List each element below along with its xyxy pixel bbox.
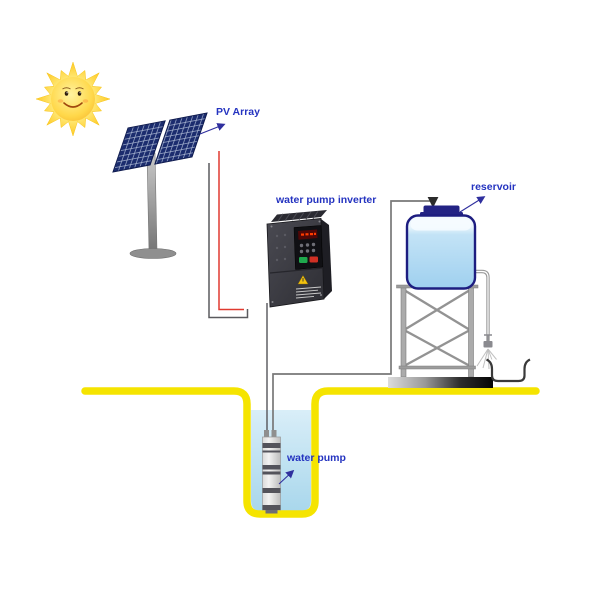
- sun-face-features: [57, 87, 89, 108]
- wire-dark: [208, 163, 249, 319]
- led-digits: [301, 232, 316, 236]
- pump-port: [271, 430, 277, 438]
- panel-pole: [129, 152, 177, 259]
- pv-wires: [208, 151, 249, 319]
- water-pipe: [272, 196, 439, 437]
- pump-foot: [265, 510, 278, 514]
- reservoir-arrow: [459, 196, 486, 213]
- stand-post: [468, 286, 474, 378]
- plumbing: [266, 196, 439, 437]
- spec-label-lines: [295, 286, 322, 299]
- pump-port: [264, 430, 269, 438]
- water-pump-arrow: [278, 469, 295, 485]
- solar-panel: [154, 112, 208, 165]
- inverter-heatsink: [271, 210, 327, 222]
- stand-braces: [403, 288, 471, 368]
- tank-stand: [388, 284, 493, 388]
- heatsink-fins: [277, 211, 319, 222]
- run-button: [299, 257, 308, 263]
- outlet-pipe-core: [472, 270, 489, 341]
- reservoir-tank: [405, 205, 477, 290]
- keypad-buttons: [299, 242, 316, 254]
- screws: [270, 220, 322, 303]
- water-pump-label: water pump: [287, 452, 346, 464]
- pump-bands: [262, 443, 281, 510]
- pole-base: [129, 248, 177, 259]
- callout-arrows: [199, 123, 486, 485]
- tank-body: [405, 214, 477, 290]
- sun-face: [51, 77, 95, 121]
- stand-bottom-rail: [398, 365, 476, 370]
- water-pump: [262, 430, 281, 514]
- wire-red: [218, 151, 244, 311]
- basin: [485, 358, 531, 383]
- pv-array-arrow: [199, 123, 226, 135]
- reservoir-label: reservoir: [471, 181, 516, 193]
- pv-array-label: PV Array: [216, 106, 260, 118]
- vent-dots: [275, 233, 287, 262]
- outlet: [472, 269, 531, 383]
- inverter-label: water pump inverter: [276, 194, 377, 206]
- solar-panel: [112, 120, 166, 173]
- stand-post: [400, 286, 407, 378]
- pv-array: [112, 112, 208, 173]
- pole: [146, 152, 158, 252]
- inverter-side: [321, 219, 332, 299]
- stop-button: [309, 256, 318, 263]
- ground-line: [81, 387, 540, 518]
- water-pump-inverter: [266, 210, 332, 308]
- panel-seam: [269, 267, 324, 274]
- tank-headspace: [410, 218, 472, 231]
- sun-icon: [35, 61, 111, 137]
- stand-base: [388, 377, 493, 388]
- tank-cap: [423, 205, 460, 214]
